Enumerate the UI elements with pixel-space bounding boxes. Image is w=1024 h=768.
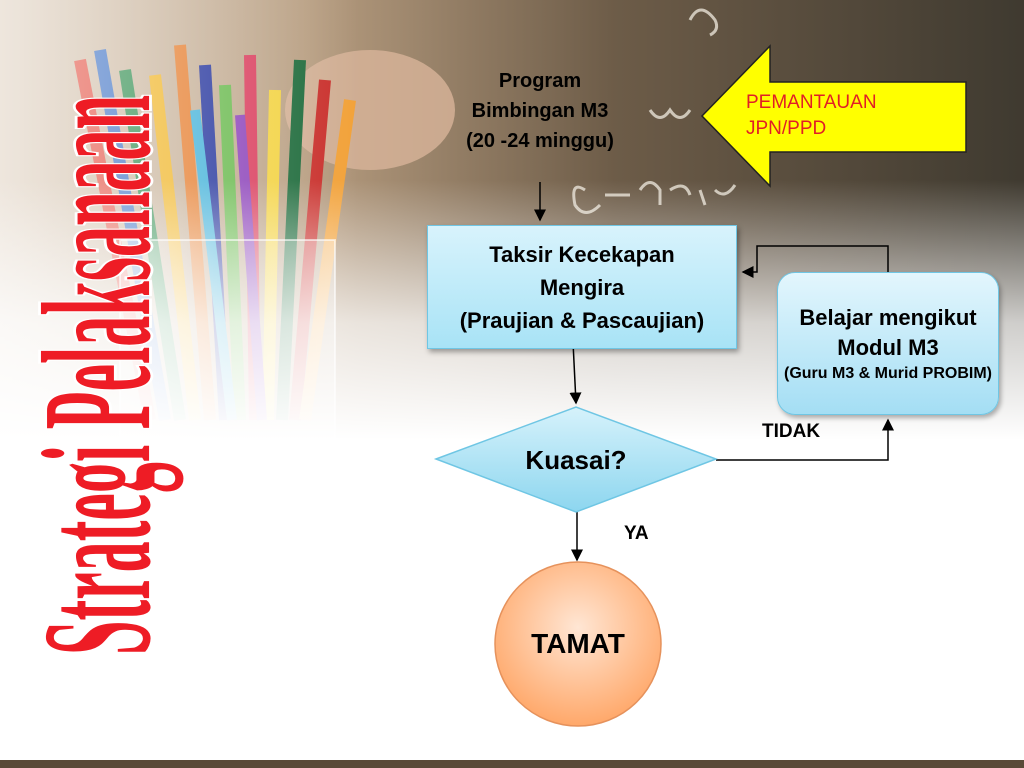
belajar-subtitle: (Guru M3 & Murid PROBIM): [784, 364, 992, 382]
arrow-kuasai-to-belajar: [716, 418, 894, 461]
ya-label: YA: [624, 523, 649, 544]
program-line-2: Bimbingan M3: [471, 100, 609, 122]
belajar-line-1: Belajar mengikut: [799, 304, 977, 330]
tamat-circle: [494, 561, 662, 727]
pemantauan-label: PEMANTAUAN JPN/PPD: [746, 90, 956, 142]
kuasai-diamond: [433, 406, 719, 513]
belajar-line-2: Modul M3: [837, 334, 939, 360]
belajar-box: Belajar mengikut Modul M3 (Guru M3 & Mur…: [777, 272, 999, 415]
kuasai-label: Kuasai?: [525, 445, 627, 475]
taksir-line-1: Taksir Kecekapan: [489, 241, 675, 267]
pemantauan-line-2: JPN/PPD: [746, 118, 827, 139]
tamat-label: TAMAT: [531, 628, 625, 659]
pemantauan-line-1: PEMANTAUAN: [746, 92, 877, 113]
bottom-strip: [0, 760, 1024, 768]
title-text: Strategi Pelaksanaan: [10, 95, 184, 655]
pemantauan-arrow: [700, 44, 967, 188]
taksir-line-3: (Praujian & Pascaujian): [459, 307, 705, 333]
tidak-label: TIDAK: [762, 421, 821, 442]
taksir-box: Taksir Kecekapan Mengira (Praujian & Pas…: [427, 225, 737, 349]
arrow-taksir-to-kuasai: [569, 341, 582, 405]
program-line-1: Program: [498, 70, 582, 92]
arrow-belajar-to-taksir: [741, 245, 889, 278]
vertical-title: Strategi Pelaksanaan: [8, 93, 186, 657]
program-label: Program Bimbingan M3 (20 -24 minggu): [430, 66, 650, 156]
program-line-3: (20 -24 minggu): [466, 130, 614, 152]
taksir-line-2: Mengira: [539, 274, 625, 300]
